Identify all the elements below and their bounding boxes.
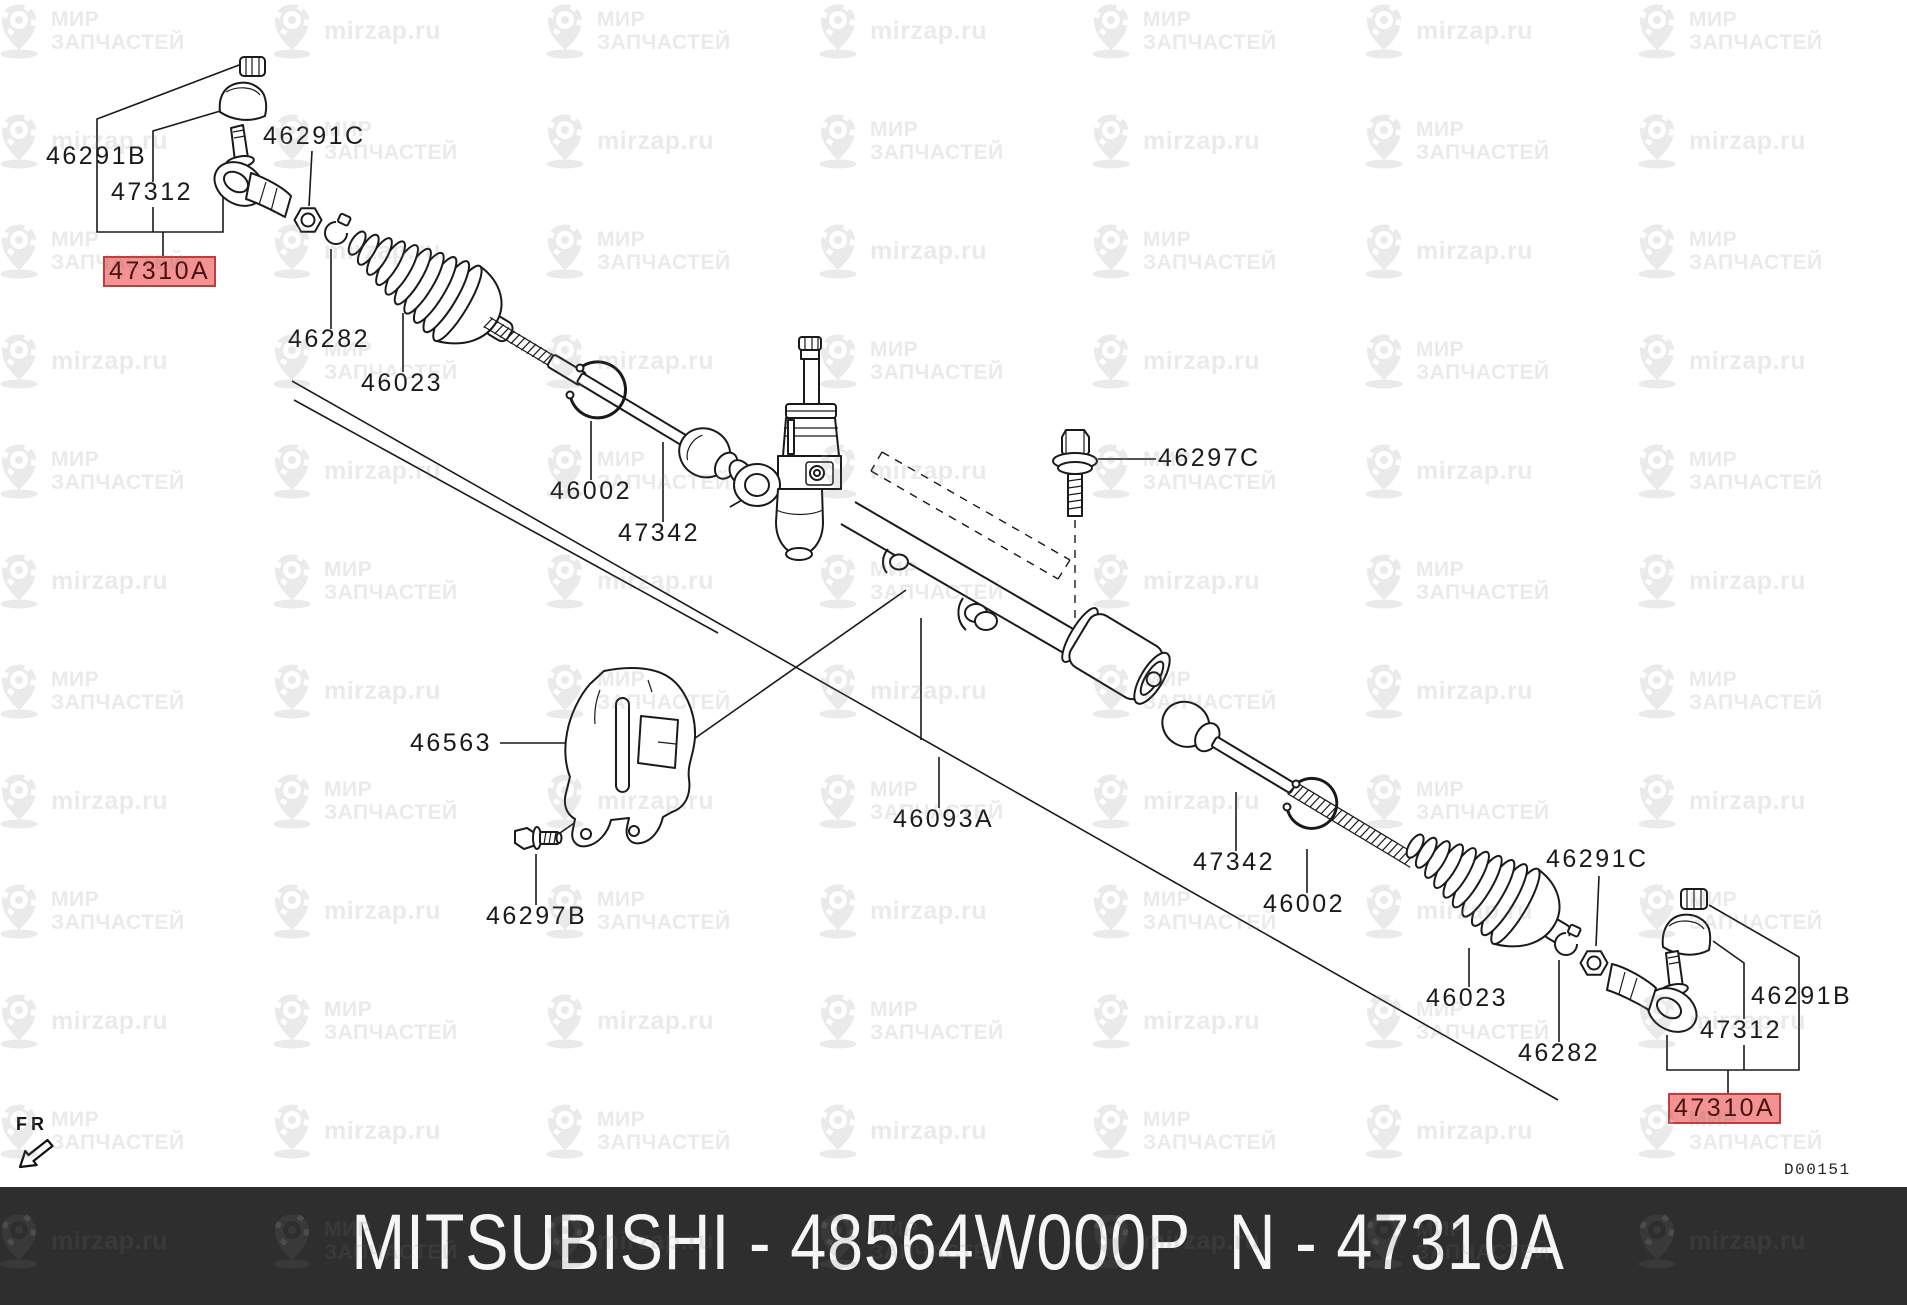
part-number-label: 47342 [1193, 848, 1276, 876]
footer-bar: MITSUBISHI - 48564W000P N - 47310A [0, 1187, 1907, 1305]
part-number-label: 46282 [288, 325, 371, 353]
mounting-bolt-46297C [1052, 429, 1098, 517]
part-number-label: 46093A [893, 805, 995, 833]
part-number-label: 46297C [1158, 444, 1261, 472]
boot-clamp-ring-left [565, 360, 627, 420]
part-number-label-highlighted: 47310A [103, 256, 217, 287]
bellows-boot-right [1405, 833, 1572, 948]
part-number-label: 47342 [618, 519, 701, 547]
part-number-label: 46002 [1263, 890, 1346, 918]
castle-nut-left [293, 207, 352, 245]
footer-reference-number: N - 47310A [1228, 1197, 1565, 1286]
part-number-label: 46291C [1546, 845, 1649, 873]
part-number-label: 46002 [550, 477, 633, 505]
bracket-bolt-46297B [514, 826, 563, 850]
part-number-label-highlighted: 47310A [1668, 1093, 1782, 1124]
inner-tie-rod-right [1161, 700, 1418, 868]
part-number-label: 46023 [1426, 984, 1509, 1012]
tie-rod-end-left [213, 56, 292, 218]
fr-label: FR [16, 1114, 48, 1134]
part-number-label: 46291B [46, 142, 148, 170]
heat-protector-bracket [563, 667, 697, 848]
part-number-label: 46023 [361, 369, 444, 397]
part-number-label: 46563 [410, 729, 493, 757]
part-number-label: 46291B [1751, 982, 1853, 1010]
tie-rod-end-right [1606, 888, 1712, 1033]
drawing-code: D00151 [1784, 1161, 1851, 1179]
clamp-and-nut-right [1554, 923, 1609, 976]
inner-tie-rod-left [483, 316, 739, 480]
part-number-label: 46282 [1518, 1039, 1601, 1067]
part-number-label: 47312 [1700, 1016, 1783, 1044]
bellows-boot-left [347, 230, 514, 345]
fr-direction-indicator: FR [8, 1114, 56, 1172]
footer-brand-part-number: MITSUBISHI - 48564W000P [350, 1197, 1191, 1286]
part-number-label: 46297B [486, 902, 588, 930]
boot-clamp-ring-right [1282, 776, 1339, 830]
part-number-label: 46291C [263, 122, 366, 150]
front-direction-arrow-icon [18, 1138, 54, 1169]
part-number-label: 47312 [111, 178, 194, 206]
steering-gear-assembly [728, 336, 1171, 705]
